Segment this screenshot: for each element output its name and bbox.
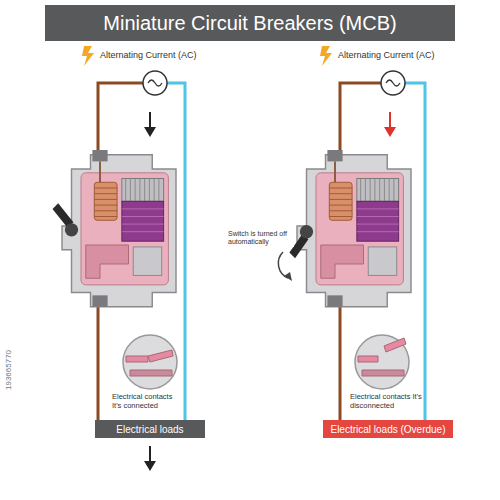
contact-magnifier-right bbox=[355, 335, 409, 389]
annotation: Electrical contacts It's disconnected bbox=[350, 392, 422, 410]
trip-arrow bbox=[278, 252, 292, 281]
load-label: Electrical loads bbox=[116, 424, 183, 435]
annotation: Alternating Current (AC) bbox=[100, 50, 197, 61]
load-box: Electrical loads bbox=[95, 420, 205, 438]
annotation: Electrical contacts It's connected bbox=[112, 392, 182, 410]
contact-magnifier-left bbox=[123, 335, 177, 389]
annotation: Switch is turned off automatically bbox=[228, 230, 294, 247]
mcb-left bbox=[53, 150, 177, 307]
mcb-right bbox=[289, 150, 411, 307]
load-box: Electrical loads (Overdue) bbox=[323, 420, 453, 438]
watermark: 193665770 bbox=[4, 350, 14, 390]
title-banner: Miniature Circuit Breakers (MCB) bbox=[45, 5, 455, 41]
annotation: Alternating Current (AC) bbox=[338, 50, 435, 61]
load-label: Electrical loads (Overdue) bbox=[330, 424, 445, 435]
